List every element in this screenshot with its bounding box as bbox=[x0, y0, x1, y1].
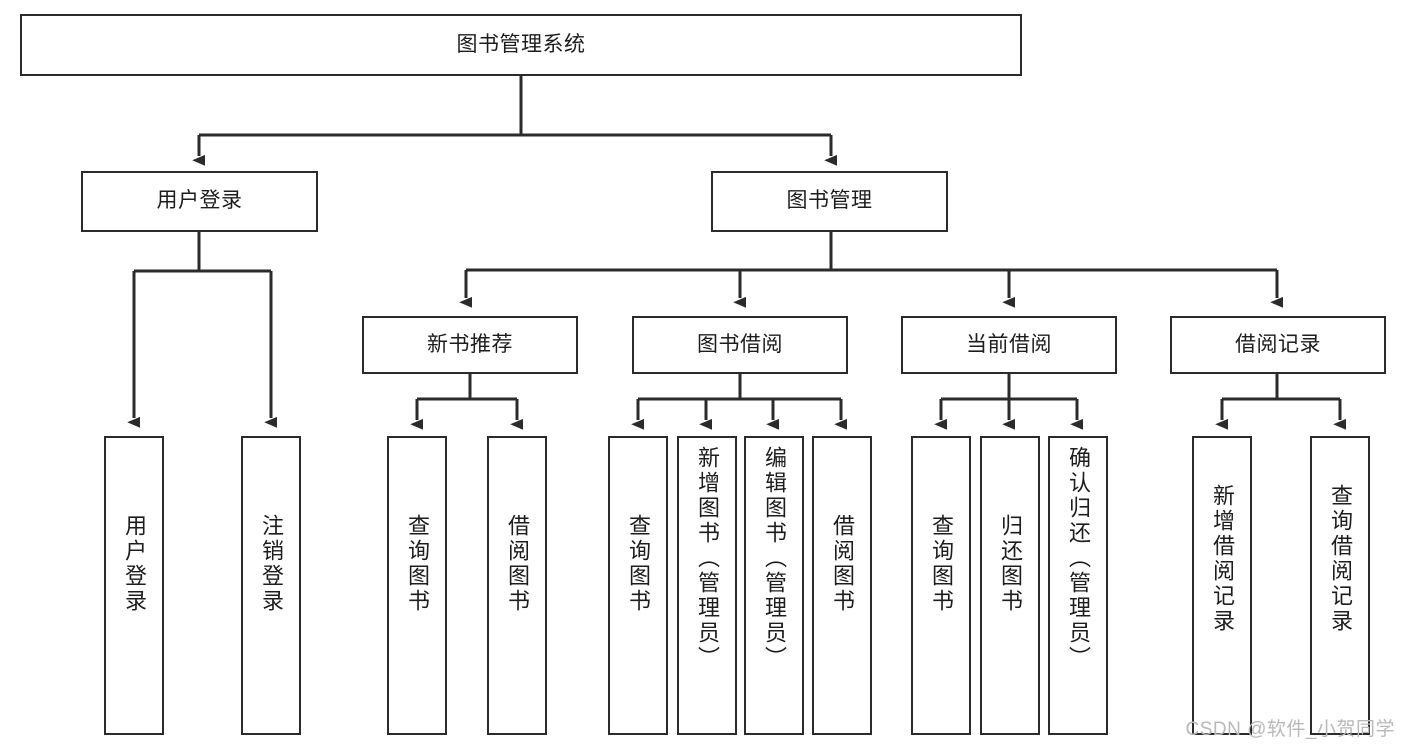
node-label: 新书推荐 bbox=[427, 332, 513, 356]
node-label: 查询图书 bbox=[405, 514, 430, 614]
node-leaf-add-book-admin[interactable]: 新增图书（管理员） bbox=[677, 436, 737, 735]
node-label: 借阅图书 bbox=[830, 514, 855, 614]
node-leaf-query-book-recommend[interactable]: 查询图书 bbox=[387, 436, 447, 735]
node-leaf-user-login[interactable]: 用户登录 bbox=[104, 436, 164, 735]
watermark-text: CSDN @软件_小贺同学 bbox=[1185, 719, 1395, 740]
node-label: 用户登录 bbox=[156, 189, 243, 213]
node-current-borrow[interactable]: 当前借阅 bbox=[901, 316, 1117, 374]
node-leaf-borrow-book-recommend[interactable]: 借阅图书 bbox=[487, 436, 547, 735]
node-label: 编辑图书（管理员） bbox=[762, 446, 787, 671]
node-leaf-query-borrow-record[interactable]: 查询借阅记录 bbox=[1310, 436, 1370, 735]
node-leaf-query-book[interactable]: 查询图书 bbox=[608, 436, 668, 735]
node-label: 新增图书（管理员） bbox=[695, 446, 720, 671]
node-user-login[interactable]: 用户登录 bbox=[81, 171, 318, 232]
node-label: 图书借阅 bbox=[697, 332, 783, 356]
node-book-management[interactable]: 图书管理 bbox=[711, 171, 948, 232]
node-new-book-recommend[interactable]: 新书推荐 bbox=[362, 316, 578, 374]
node-label: 注销登录 bbox=[259, 514, 284, 614]
node-label: 新增借阅记录 bbox=[1210, 484, 1235, 634]
node-label: 当前借阅 bbox=[966, 332, 1052, 356]
node-leaf-confirm-return-admin[interactable]: 确认归还（管理员） bbox=[1048, 436, 1108, 735]
node-label: 借阅图书 bbox=[505, 514, 530, 614]
node-label: 查询图书 bbox=[626, 514, 651, 614]
node-borrow-record[interactable]: 借阅记录 bbox=[1170, 316, 1386, 374]
node-label: 归还图书 bbox=[998, 514, 1023, 614]
node-leaf-edit-book-admin[interactable]: 编辑图书（管理员） bbox=[744, 436, 804, 735]
node-label: 查询借阅记录 bbox=[1328, 484, 1353, 634]
node-leaf-add-borrow-record[interactable]: 新增借阅记录 bbox=[1192, 436, 1252, 735]
node-leaf-return-book[interactable]: 归还图书 bbox=[980, 436, 1040, 735]
node-root-book-management-system[interactable]: 图书管理系统 bbox=[20, 14, 1022, 76]
node-leaf-query-book-current[interactable]: 查询图书 bbox=[911, 436, 971, 735]
node-book-borrow[interactable]: 图书借阅 bbox=[632, 316, 848, 374]
node-label: 用户登录 bbox=[122, 514, 147, 614]
node-label: 借阅记录 bbox=[1235, 332, 1321, 356]
node-label: 图书管理系统 bbox=[456, 32, 586, 56]
node-leaf-borrow-book[interactable]: 借阅图书 bbox=[812, 436, 872, 735]
node-label: 图书管理 bbox=[786, 189, 873, 213]
node-label: 查询图书 bbox=[929, 514, 954, 614]
node-leaf-user-logout[interactable]: 注销登录 bbox=[241, 436, 301, 735]
node-label: 确认归还（管理员） bbox=[1066, 446, 1091, 671]
